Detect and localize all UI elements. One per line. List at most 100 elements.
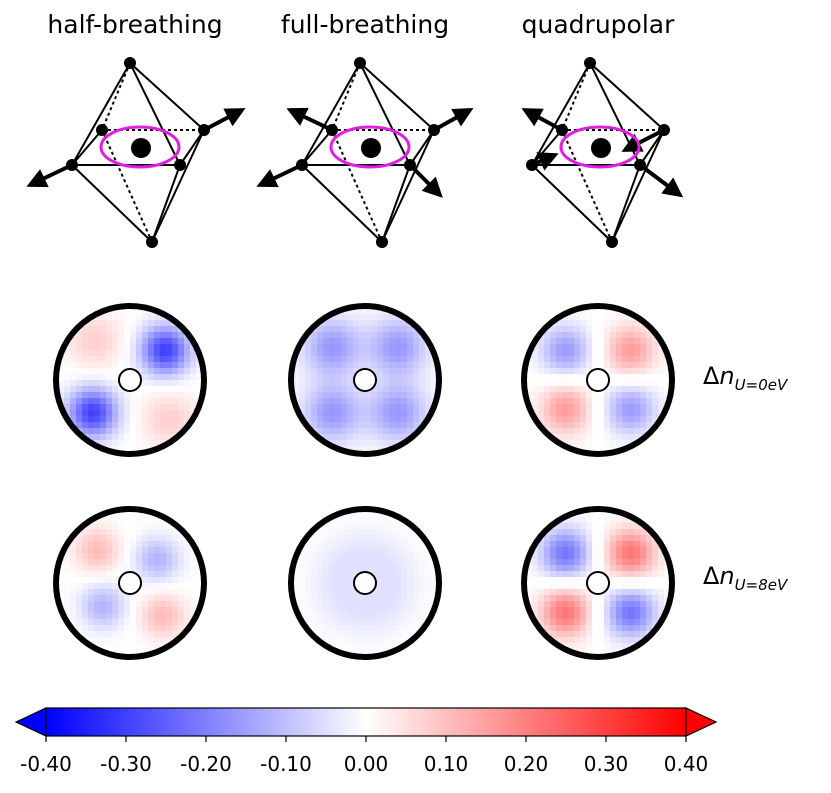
density-cell — [419, 368, 426, 375]
density-cell — [94, 398, 101, 405]
density-cell — [148, 404, 155, 411]
density-cell — [646, 332, 653, 339]
density-cell — [291, 511, 294, 518]
density-cell — [652, 511, 659, 518]
density-cell — [359, 535, 366, 542]
density-cell — [377, 649, 384, 656]
density-cell — [148, 422, 155, 429]
density-cell — [311, 589, 318, 596]
density-cell — [652, 392, 659, 399]
density-cell — [658, 428, 665, 435]
density-cell — [371, 338, 378, 345]
density-cell — [291, 332, 294, 339]
density-cell — [598, 308, 605, 315]
density-cell — [413, 338, 420, 345]
density-cell — [82, 380, 89, 387]
density-cell — [658, 655, 665, 657]
density-cell — [586, 631, 593, 638]
density-cell — [100, 631, 107, 638]
density-cell — [395, 332, 402, 339]
density-cell — [634, 625, 641, 632]
density-cell — [640, 308, 647, 315]
density-cell — [437, 523, 439, 530]
density-cell — [371, 559, 378, 566]
density-cell — [419, 410, 426, 417]
density-cell — [437, 631, 439, 638]
density-cell — [640, 416, 647, 423]
density-cell — [172, 392, 179, 399]
density-cell — [556, 613, 563, 620]
density-cell — [305, 398, 312, 405]
density-cell — [568, 625, 575, 632]
density-cell — [580, 416, 587, 423]
density-cell — [652, 446, 659, 453]
density-cell — [148, 416, 155, 423]
density-cell — [202, 320, 204, 327]
density-cell — [88, 434, 95, 441]
density-cell — [329, 577, 336, 584]
density-cell — [592, 404, 599, 411]
density-cell — [154, 320, 161, 327]
density-cell — [335, 398, 342, 405]
density-cell — [359, 559, 366, 566]
density-cell — [425, 655, 432, 657]
density-cell — [437, 613, 439, 620]
density-cell — [299, 392, 306, 399]
density-cell — [341, 523, 348, 530]
density-cell — [136, 511, 143, 518]
density-cell — [604, 332, 611, 339]
density-cell — [383, 559, 390, 566]
density-cell — [341, 529, 348, 536]
density-cell — [622, 380, 629, 387]
density-cell — [634, 326, 641, 333]
density-cell — [544, 607, 551, 614]
density-cell — [106, 374, 113, 381]
density-cell — [371, 350, 378, 357]
density-cell — [580, 529, 587, 536]
density-cell — [291, 655, 294, 657]
density-cell — [580, 350, 587, 357]
density-cell — [148, 332, 155, 339]
density-cell — [646, 308, 653, 315]
density-cell — [359, 320, 366, 327]
density-cell — [202, 440, 204, 447]
density-cell — [592, 320, 599, 327]
density-cell — [172, 326, 179, 333]
density-cell — [359, 541, 366, 548]
density-cell — [76, 386, 83, 393]
density-cell — [154, 440, 161, 447]
density-cell — [562, 380, 569, 387]
density-cell — [610, 434, 617, 441]
density-cell — [640, 607, 647, 614]
density-cell — [365, 559, 372, 566]
density-cell — [524, 452, 527, 454]
density-cell — [311, 404, 318, 411]
ligand-atom — [124, 57, 136, 69]
density-cell — [538, 410, 545, 417]
density-cell — [413, 583, 420, 590]
density-cell — [323, 637, 330, 644]
density-cell — [389, 517, 396, 524]
density-cell — [341, 434, 348, 441]
density-cell — [142, 511, 149, 518]
density-cell — [100, 350, 107, 357]
density-cell — [76, 452, 83, 454]
density-cell — [190, 583, 197, 590]
density-cell — [407, 356, 414, 363]
density-cell — [88, 541, 95, 548]
density-cell — [592, 410, 599, 417]
density-cell — [628, 314, 635, 321]
density-cell — [184, 547, 191, 554]
density-cell — [106, 613, 113, 620]
density-cell — [658, 631, 665, 638]
density-cell — [293, 446, 300, 453]
density-cell — [670, 511, 672, 518]
density-cell — [419, 344, 426, 351]
density-cell — [610, 368, 617, 375]
density-cell — [311, 601, 318, 608]
density-cell — [371, 356, 378, 363]
density-cell — [556, 625, 563, 632]
density-cell — [76, 583, 83, 590]
density-cell — [568, 422, 575, 429]
density-cell — [311, 452, 318, 454]
